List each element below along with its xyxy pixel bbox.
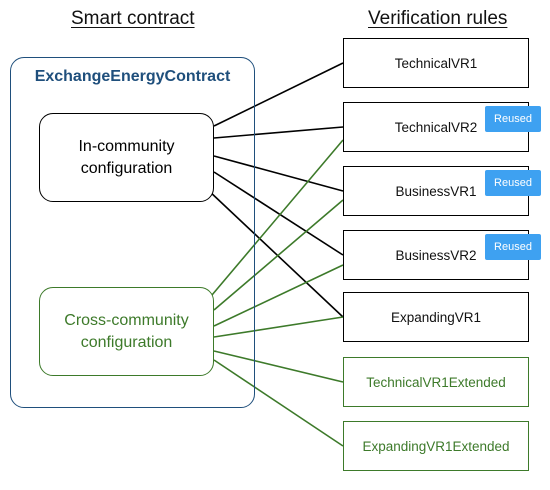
rule-label: BusinessVR1 <box>395 183 477 199</box>
link-cross-expandingvr1extended <box>213 359 344 447</box>
rule-label: ExpandingVR1Extended <box>362 438 510 454</box>
cross-community-label: Cross-community configuration <box>64 311 189 351</box>
link-cross-businessvr2 <box>213 264 344 327</box>
rule-label: BusinessVR2 <box>395 247 477 263</box>
exchange-energy-contract-box: ExchangeEnergyContract <box>10 57 255 408</box>
link-in-businessvr2 <box>213 171 344 256</box>
rule-expandingvr1: ExpandingVR1 <box>343 292 529 342</box>
link-in-businessvr1 <box>213 155 344 192</box>
reused-badge: Reused <box>485 170 541 196</box>
verification-rules-heading: Verification rules <box>368 8 508 29</box>
in-community-label: In-community configuration <box>78 137 175 177</box>
link-in-expandingvr1 <box>207 189 344 318</box>
reused-badge: Reused <box>485 106 541 132</box>
rule-label: TechnicalVR2 <box>394 119 478 135</box>
link-in-technicalvr1 <box>213 62 344 127</box>
rule-expandingvr1extended: ExpandingVR1Extended <box>343 421 529 471</box>
rule-label: TechnicalVR1Extended <box>366 374 506 390</box>
rule-technicalvr1: TechnicalVR1 <box>343 38 529 88</box>
rule-technicalvr1extended: TechnicalVR1Extended <box>343 357 529 407</box>
in-community-configuration: In-community configuration <box>39 113 214 202</box>
rule-label: TechnicalVR1 <box>394 55 478 71</box>
link-cross-expandingvr1 <box>213 316 344 338</box>
cross-community-configuration: Cross-community configuration <box>39 287 214 376</box>
reused-badge: Reused <box>485 234 541 260</box>
link-in-technicalvr2 <box>213 126 344 139</box>
rule-label: ExpandingVR1 <box>390 309 482 325</box>
link-cross-technicalvr1extended <box>213 350 344 383</box>
link-cross-businessvr1 <box>213 199 344 311</box>
smart-contract-heading: Smart contract <box>71 8 195 29</box>
contract-title: ExchangeEnergyContract <box>34 68 231 85</box>
link-cross-technicalvr2 <box>211 139 344 296</box>
